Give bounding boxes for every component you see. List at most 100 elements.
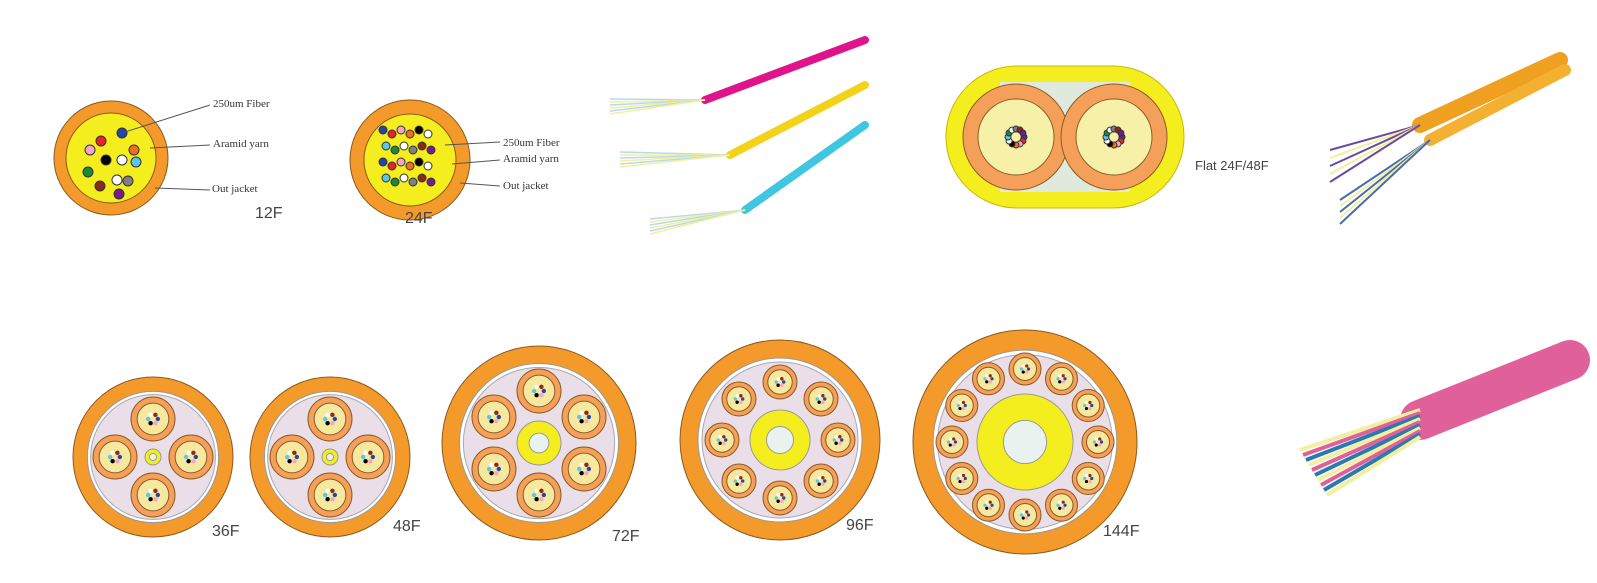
- subunit-fiber-36f: [110, 458, 115, 464]
- subunit-fiber-48f: [360, 454, 366, 460]
- leader-line: [124, 104, 211, 133]
- count-label-24f: 24F: [405, 210, 433, 227]
- subunit-fiber-48f: [325, 420, 330, 426]
- subunit-fiber-96f: [776, 493, 780, 497]
- fiber-strand: [1329, 124, 1421, 183]
- subunit-core-96f: [808, 386, 834, 412]
- subunit-fiber-72f: [489, 462, 494, 468]
- subunit-core-96f: [726, 468, 752, 494]
- subunit-fiber-144f: [1099, 440, 1104, 444]
- subunit-fiber-96f: [722, 435, 726, 439]
- orange-cable-lower: [1424, 64, 1571, 146]
- fiber-24f: [381, 141, 391, 151]
- subunit-fiber-144f: [1090, 476, 1094, 481]
- breakout-tube: [1302, 411, 1421, 457]
- subunit-fiber-144f: [1058, 374, 1062, 378]
- aramid-fibers: [609, 99, 706, 115]
- subunit-fiber-96f: [838, 435, 842, 439]
- subunit-fiber-72f: [539, 384, 544, 390]
- subunit-fiber-96f: [821, 482, 825, 486]
- subunit-fiber-72f: [586, 414, 592, 420]
- fiber-12f: [116, 154, 128, 166]
- label-250um-fiber-24f: 250um Fiber: [503, 137, 560, 149]
- subunit-fiber-96f: [838, 441, 842, 445]
- subunit-fiber-144f: [988, 506, 992, 510]
- fiber-24f: [414, 125, 424, 135]
- subunit-fiber-144f: [952, 437, 956, 441]
- subunit-fiber-72f: [489, 410, 494, 416]
- subunit-fiber-96f: [741, 479, 745, 483]
- subunit-fiber-144f: [1025, 364, 1029, 368]
- subunit-core-72f: [522, 478, 556, 512]
- fiber-24f: [417, 141, 427, 151]
- count-label-144f: 144F: [1103, 523, 1140, 540]
- fiber-12f: [130, 156, 142, 168]
- subunit-fiber-144f: [1098, 437, 1102, 441]
- subunit-fiber-72f: [539, 488, 544, 494]
- fiber-24f: [408, 145, 418, 155]
- subunit-fiber-72f: [494, 462, 499, 468]
- subunit-fiber-144f: [961, 473, 966, 478]
- subunit-core-96f: [767, 485, 793, 511]
- subunit-core-144f: [1076, 466, 1101, 491]
- patch-cable-cyan_cable: [741, 121, 869, 214]
- subunit-core-72f: [522, 374, 556, 408]
- subunit-fiber-72f: [531, 388, 537, 394]
- subunit-fiber-72f: [541, 388, 547, 394]
- subunit-fiber-48f: [363, 450, 368, 456]
- subunit-fiber-96f: [782, 496, 786, 500]
- subunit-fiber-144f: [956, 476, 960, 481]
- subunit-fiber-144f: [988, 374, 992, 378]
- subunit-fiber-144f: [958, 473, 962, 478]
- subunit-fiber-96f: [739, 476, 743, 480]
- subunit-fiber-144f: [1025, 370, 1029, 374]
- subunit-fiber-144f: [1092, 440, 1097, 444]
- subunit-fiber-72f: [579, 470, 584, 476]
- flat-subunit-core: [1075, 98, 1153, 176]
- subunit-fiber-144f: [1019, 513, 1024, 517]
- subunit-fiber-144f: [1021, 516, 1025, 520]
- subunit-fiber-72f: [496, 414, 502, 420]
- subunit-fiber-72f: [584, 470, 589, 476]
- subunit-fiber-144f: [988, 380, 992, 384]
- label-250um-fiber-12f: 250um Fiber: [213, 98, 270, 110]
- subunit-core-144f: [949, 466, 974, 491]
- subunit-fiber-144f: [1063, 377, 1067, 381]
- subunit-core-36f: [98, 440, 132, 474]
- count-label-12f: 12F: [255, 205, 283, 222]
- subunit-fiber-96f: [735, 400, 739, 404]
- subunit-fiber-36f: [183, 454, 189, 460]
- subunit-fiber-96f: [735, 482, 739, 486]
- subunit-fiber-144f: [1083, 403, 1087, 408]
- subunit-fiber-144f: [1084, 400, 1089, 405]
- subunit-fiber-48f: [368, 458, 373, 464]
- subunit-fiber-96f: [776, 499, 780, 503]
- central-core-72f: [528, 432, 550, 454]
- subunit-fiber-36f: [153, 496, 158, 502]
- subunit-fiber-36f: [115, 458, 120, 464]
- subunit-fiber-48f: [325, 412, 330, 418]
- fiber-24f: [423, 161, 433, 171]
- aramid-yarn-24f: [363, 113, 457, 207]
- subunit-fiber-72f: [534, 488, 539, 494]
- fiber-24f: [426, 145, 436, 155]
- subunit-fiber-72f: [584, 410, 589, 416]
- subunit-core-96f: [709, 427, 735, 453]
- subunit-fiber-144f: [1084, 473, 1089, 478]
- subunit-fiber-48f: [322, 492, 328, 498]
- patch-cable-magenta_cable: [701, 36, 869, 104]
- subunit-fiber-48f: [332, 492, 338, 498]
- subunit-fiber-144f: [961, 406, 966, 411]
- label-aramid-yarn-24f: Aramid yarn: [503, 153, 559, 165]
- aramid-fibers: [619, 154, 731, 168]
- subunit-fiber-36f: [153, 488, 158, 494]
- subunit-fiber-144f: [1063, 503, 1067, 507]
- subunit-fiber-72f: [494, 470, 499, 476]
- flat-fiber: [1019, 129, 1027, 137]
- subunit-fiber-144f: [958, 406, 962, 411]
- subunit-fiber-96f: [821, 476, 825, 480]
- subunit-fiber-144f: [1061, 380, 1065, 384]
- subunit-fiber-36f: [148, 488, 153, 494]
- subunit-fiber-96f: [817, 476, 821, 480]
